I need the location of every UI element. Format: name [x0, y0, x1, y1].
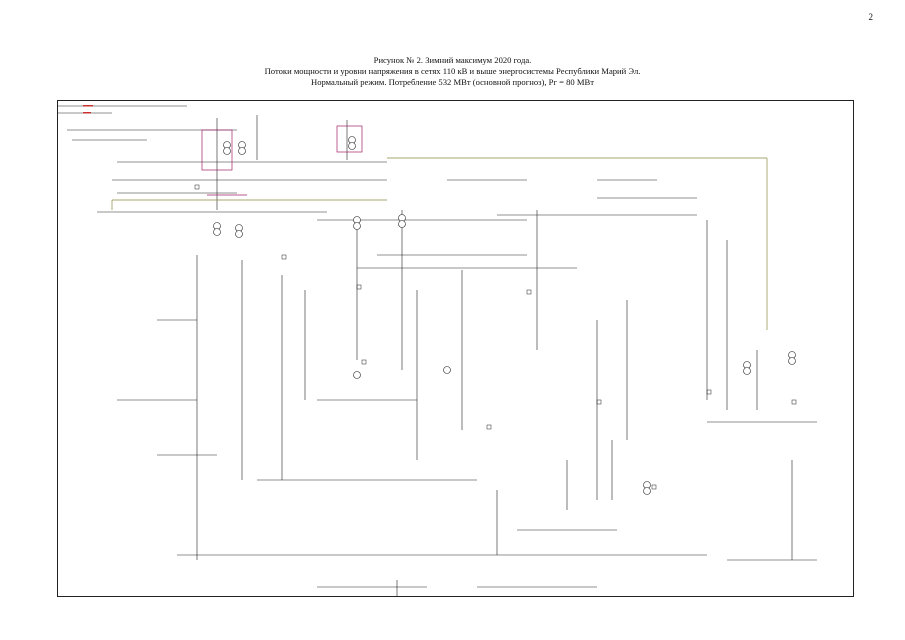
caption-line-title: Рисунок № 2. Зимний максимум 2020 года. — [373, 55, 532, 65]
accent-markers — [83, 105, 93, 114]
power-network-schematic — [57, 105, 817, 597]
diagram-frame — [57, 100, 854, 597]
network-lines — [57, 105, 817, 597]
substation-buses — [201, 125, 363, 196]
page-number: 2 — [868, 12, 874, 22]
caption-line-mode: Нормальный режим. Потребление 532 МВт (о… — [310, 77, 595, 87]
olive-lines — [111, 157, 768, 330]
caption-line-subtitle: Потоки мощности и уровни напряжения в се… — [264, 66, 641, 76]
transformer-symbols — [213, 136, 796, 495]
breaker-symbols — [194, 184, 797, 490]
figure-caption: Рисунок № 2. Зимний максимум 2020 года. … — [0, 55, 905, 88]
